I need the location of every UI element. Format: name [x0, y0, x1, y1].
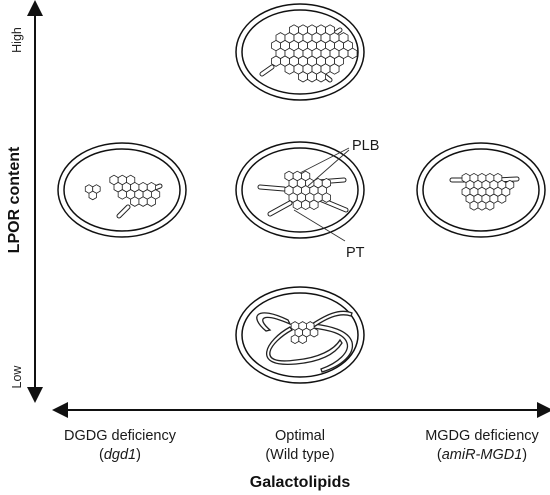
plb-hexagon	[309, 199, 319, 211]
plb-hexagon	[117, 189, 127, 200]
y-tick-low: Low	[10, 365, 24, 389]
plb-hexagon	[309, 327, 319, 338]
plastid-wild-type	[235, 141, 365, 239]
y-axis-title: LPOR content	[6, 146, 23, 253]
prothylakoid	[117, 205, 130, 218]
plastid-amir-mgd1	[416, 142, 546, 238]
prolamellar-body-high	[259, 24, 358, 83]
plb-hexagon	[329, 63, 340, 75]
plb-label: PLB	[352, 138, 379, 154]
plastid-low-lpor	[235, 286, 365, 384]
pt-label: PT	[346, 245, 365, 261]
plb-hexagon	[292, 199, 302, 211]
prothylakoid	[258, 185, 286, 191]
plastid-dgd1	[57, 142, 187, 238]
plb-hexagon	[307, 71, 317, 83]
prothylakoid	[268, 201, 292, 216]
plb-hexagon	[477, 200, 487, 211]
prolamellar-body-dgd1	[84, 174, 163, 219]
plb-hexagon	[138, 196, 148, 207]
prothylakoid	[256, 312, 292, 332]
pt-leader-line	[293, 209, 346, 242]
plb-hexagon	[347, 47, 358, 60]
prolamellar-body-wild-type	[257, 170, 349, 217]
plb-hexagon	[485, 200, 495, 211]
plb-hexagon	[298, 334, 307, 345]
prolamellar-body-mgd1	[449, 172, 520, 211]
x-category-mgdg: MGDG deficiency	[425, 428, 539, 444]
plb-leader-line	[299, 147, 350, 174]
plb-hexagon	[301, 199, 311, 211]
plb-leader-line	[307, 149, 350, 187]
plb-hexagon	[88, 190, 97, 201]
plb-hexagon	[316, 71, 326, 83]
plastid-high-lpor	[235, 3, 365, 101]
prolamellar-body-low	[290, 321, 319, 345]
prothylakoid	[312, 323, 354, 373]
x-category-mgdg-sub: (amiR-MGD1)	[437, 447, 527, 463]
y-tick-high: High	[10, 27, 24, 53]
plb-hexagon	[469, 200, 479, 211]
x-category-optimal-sub: (Wild type)	[265, 447, 334, 463]
plb-hexagon	[298, 71, 308, 83]
x-category-dgdg-sub: (dgd1)	[99, 447, 141, 463]
x-category-optimal: Optimal	[275, 428, 325, 444]
plb-hexagon	[284, 63, 295, 75]
plb-hexagon	[146, 196, 156, 207]
plb-hexagon	[290, 334, 300, 345]
prothylakoid	[265, 326, 343, 365]
plb-hexagon	[321, 192, 331, 203]
plb-hexagon	[130, 196, 140, 207]
prothylakoid	[260, 65, 274, 76]
plb-hexagon	[271, 55, 281, 67]
x-axis-title: Galactolipids	[250, 474, 351, 491]
x-category-dgdg: DGDG deficiency	[64, 428, 177, 444]
plb-hexagon	[497, 193, 507, 204]
